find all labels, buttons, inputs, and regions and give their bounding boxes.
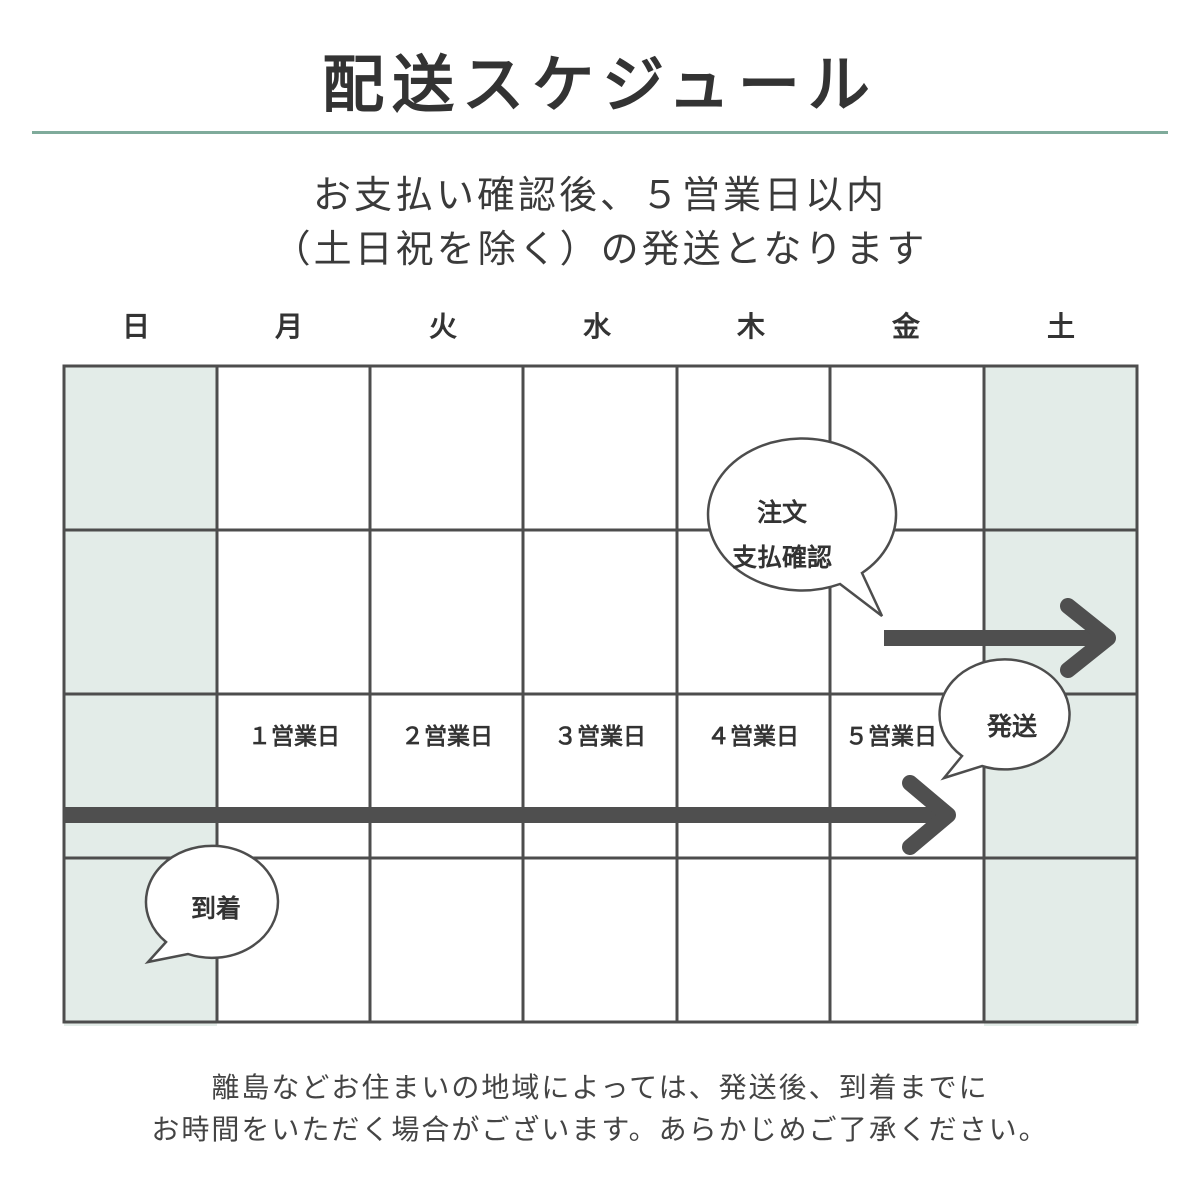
business-day-2: ２営業日 <box>401 723 493 750</box>
weekday-sat: 土 <box>1047 310 1075 343</box>
arrow-business-days <box>64 775 956 855</box>
weekday-mon: 月 <box>274 310 303 343</box>
business-day-5: ５営業日 <box>845 723 937 750</box>
bubble-ship-text: 発送 <box>986 712 1037 741</box>
bubble-arrive-text: 到着 <box>191 894 241 923</box>
arrow-order-to-next-week <box>884 598 1116 678</box>
business-day-3: ３営業日 <box>554 723 646 750</box>
bubble-ship: 発送 <box>938 658 1071 781</box>
weekday-headers: 日 月 火 水 木 金 土 <box>122 310 1075 343</box>
bubble-arrive: 到着 <box>144 844 280 964</box>
weekday-thu: 木 <box>736 310 765 343</box>
subtitle-line-1: お支払い確認後、５営業日以内 <box>312 173 887 217</box>
note-line-1: 離島などお住まいの地域によっては、発送後、到着までに <box>211 1071 989 1104</box>
bubble-order-line-1: 注文 <box>757 498 808 527</box>
page-title: 配送スケジュール <box>322 48 878 121</box>
bubble-order-line-2: 支払確認 <box>732 543 832 572</box>
bubble-order: 注文 支払確認 <box>706 437 898 617</box>
business-day-labels: １営業日 ２営業日 ３営業日 ４営業日 ５営業日 <box>248 723 937 750</box>
weekday-fri: 金 <box>891 310 921 343</box>
title-divider <box>32 131 1168 134</box>
weekday-sun: 日 <box>122 310 150 343</box>
business-day-4: ４営業日 <box>707 723 799 750</box>
weekday-tue: 火 <box>429 310 457 343</box>
weekday-wed: 水 <box>583 310 612 343</box>
subtitle-line-2: （土日祝を除く）の発送となります <box>272 227 928 271</box>
business-day-1: １営業日 <box>248 723 340 750</box>
note-line-2: お時間をいただく場合がございます。あらかじめご了承ください。 <box>151 1113 1049 1146</box>
